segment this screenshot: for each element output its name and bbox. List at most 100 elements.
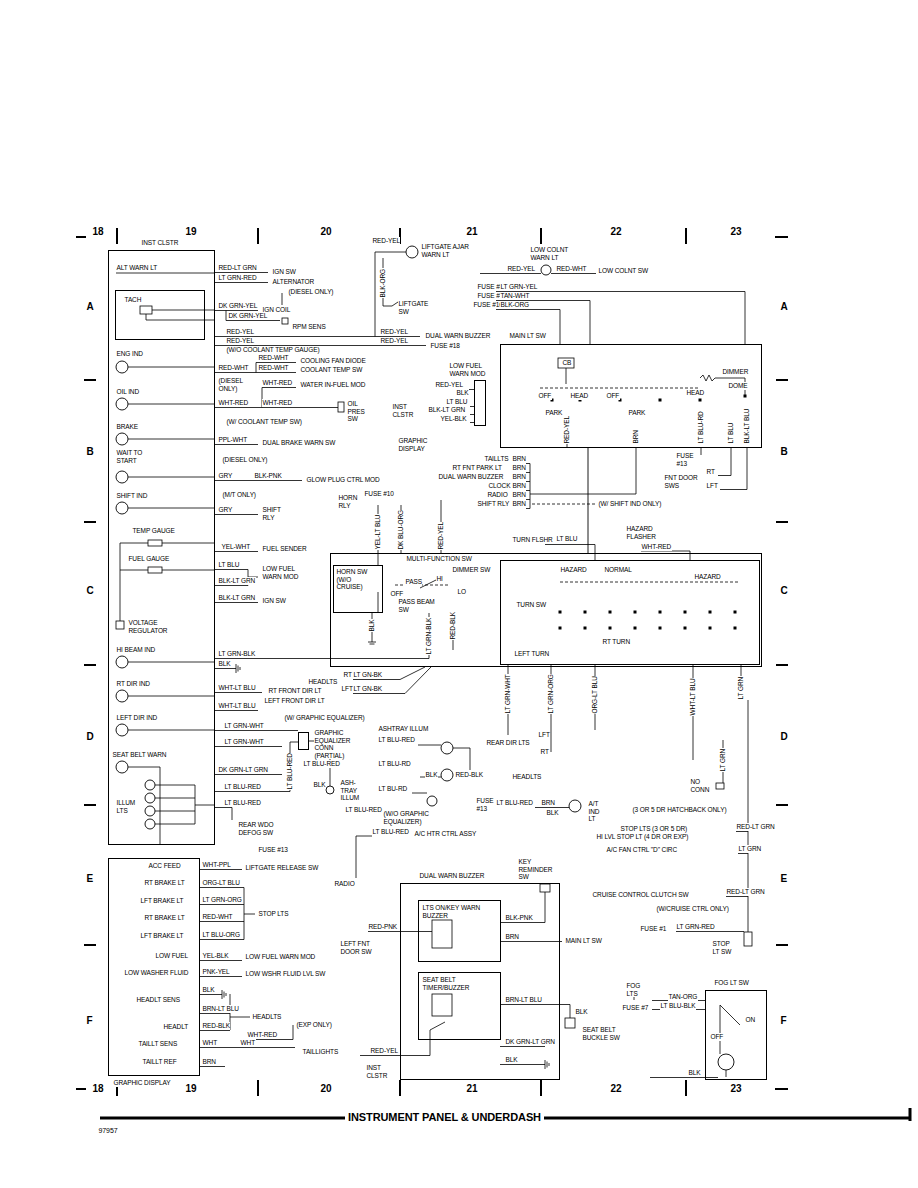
wire-label: LOW COLNT WARN LT: [530, 246, 577, 261]
wire: [309, 741, 740, 1078]
wire-label: (W/CRUISE CTRL ONLY): [656, 905, 729, 913]
wire-label: OIL IND: [116, 388, 140, 396]
wire-label: BRN: [512, 473, 526, 481]
wire-label: LFT: [341, 685, 353, 693]
wire-label: RT BRAKE LT: [144, 914, 185, 922]
grid-reference: C: [780, 585, 788, 596]
wire-label: HEADLTS: [512, 773, 542, 781]
wire-label: HEADLTS: [252, 1013, 282, 1021]
grid-reference: 20: [320, 226, 332, 237]
wire-label: TAILLTS: [484, 455, 509, 463]
wire-label: PARK: [628, 409, 646, 417]
wire-label: HI: [436, 575, 443, 583]
wire-label: LT GRN-ORG: [202, 896, 242, 904]
wire-label: ORG-LT BLU: [202, 879, 240, 887]
sheet-ruler: [76, 228, 788, 1096]
wire-label: LT BLU-RD: [697, 411, 705, 444]
wire-label: RED-YEL: [563, 416, 571, 444]
wire-label: YEL-WHT: [221, 543, 251, 551]
wire-label: TAILLT SENS: [138, 1040, 178, 1048]
wire-label: GLOW PLUG CTRL MOD: [306, 476, 380, 484]
wire-label: WHT-RED: [641, 543, 672, 551]
wire-label: BLK: [456, 389, 469, 397]
wire-label: FOG LTS: [626, 982, 643, 997]
component-name: LOW FUEL WARN MOD: [449, 362, 490, 377]
wire-label: RED-WHT: [258, 354, 289, 362]
wire-label: PASS: [405, 578, 422, 586]
wire-label: ALT WARN LT: [116, 264, 158, 272]
wire-label: WAIT TO START: [116, 449, 145, 464]
wire-label: RPM SENS: [292, 323, 326, 331]
wire-label: LT BLU-RED: [224, 783, 261, 791]
wire-label: WHT-LT BLU: [689, 678, 697, 716]
indicator-lamp: [116, 246, 734, 1070]
wire: [116, 273, 215, 845]
wire-label: LFT BRAKE LT: [140, 932, 184, 940]
wire-label: RADIO: [487, 491, 508, 499]
component-name: MAIN LT SW: [509, 332, 546, 340]
wire-label: BLK: [505, 1056, 518, 1064]
wire-label: LT BU-RD: [378, 785, 408, 793]
tach-symbol: [140, 306, 152, 314]
wire-label: ILLUM LTS: [116, 799, 137, 814]
wire-label: FNT DOOR SWS: [664, 474, 701, 489]
wire-label: ASHTRAY ILLUM: [378, 725, 429, 733]
wire-label: LT BLU: [446, 398, 468, 406]
wire-label: PASS BEAM SW: [398, 598, 439, 613]
wire-label: LT BLU-RED: [303, 760, 340, 768]
wire-label: RED-LT GRN: [218, 264, 257, 272]
wire-label: SHIFT IND: [116, 492, 148, 500]
wire-label: (M/T ONLY): [222, 491, 256, 499]
wire-label: TEMP GAUGE: [132, 527, 175, 535]
wire-label: BRN: [512, 455, 526, 463]
wire-label: PARK: [545, 409, 563, 417]
wire-label: LFT: [706, 482, 718, 490]
component-box: LTS ON/KEY WARN BUZZER: [418, 900, 501, 962]
wire-label: RED-YEL: [380, 337, 408, 345]
wire-label: RED-YEL: [380, 328, 408, 336]
wire-label: HEAD: [686, 389, 705, 397]
grid-reference: F: [86, 1015, 93, 1026]
wire-label: HAZARD FLASHER: [626, 525, 663, 540]
wire-label: A/C FAN CTRL "D" CIRC: [606, 846, 678, 854]
grid-reference: A: [86, 301, 94, 312]
wire-label: GRAPHIC DISPLAY: [398, 437, 433, 452]
wire-label: LT BLU-RED: [286, 753, 294, 790]
wire-label: LOW WSHR FLUID LVL SW: [245, 970, 326, 978]
wire-label: LT BLU-BLK: [660, 1002, 696, 1010]
component-name: GRAPHIC EQUALIZER CONN (PARTIAL): [314, 729, 365, 759]
wire-label: BLK-PNK: [505, 914, 533, 922]
wire-label: DIMMER: [722, 368, 749, 376]
wire-label: DK BLU-ORG: [397, 510, 405, 550]
wire-label: LT GRN-ORG: [547, 674, 555, 714]
grid-reference: 18: [92, 1083, 104, 1094]
wire-label: DOME: [728, 382, 748, 390]
wire-label: LEFT TURN: [514, 650, 550, 658]
switch-symbol: [540, 884, 550, 892]
grid-reference: 23: [730, 226, 742, 237]
grid-reference: 22: [610, 1083, 622, 1094]
wire-label: BLK: [202, 986, 215, 994]
wire-label: BLK: [575, 1008, 588, 1016]
wire-label: LEFT FNT DOOR SW: [340, 940, 377, 955]
wire-label: LT BLU: [727, 422, 735, 444]
wire-label: BLK: [368, 619, 376, 632]
wire-label: HEAD: [570, 392, 589, 400]
wire-label: INST CLSTR: [392, 403, 415, 418]
component-name: SEAT BELT TIMER/BUZZER: [422, 976, 498, 991]
grid-reference: E: [780, 873, 788, 884]
grid-reference: 21: [466, 226, 478, 237]
grid-reference: 20: [320, 1083, 332, 1094]
wire: [200, 870, 295, 1067]
wire-label: VOLTAGE REGULATOR: [128, 619, 174, 634]
wire-label: ACC FEED: [148, 862, 181, 870]
wire-label: (W/ SHIFT IND ONLY): [598, 500, 662, 508]
wire-label: LEFT FRONT DIR LT: [264, 697, 325, 705]
wire-label: LT BLU-RD: [378, 760, 411, 768]
wire-label: LT GRN-WHT: [224, 722, 264, 730]
wire-label: WHT-LT BLU: [218, 702, 256, 710]
wire-label: (DIESEL ONLY): [222, 456, 268, 464]
wire-label: CB: [562, 359, 572, 367]
wire-label: RED-PNK: [368, 923, 398, 931]
ground-symbol: [222, 642, 549, 1069]
